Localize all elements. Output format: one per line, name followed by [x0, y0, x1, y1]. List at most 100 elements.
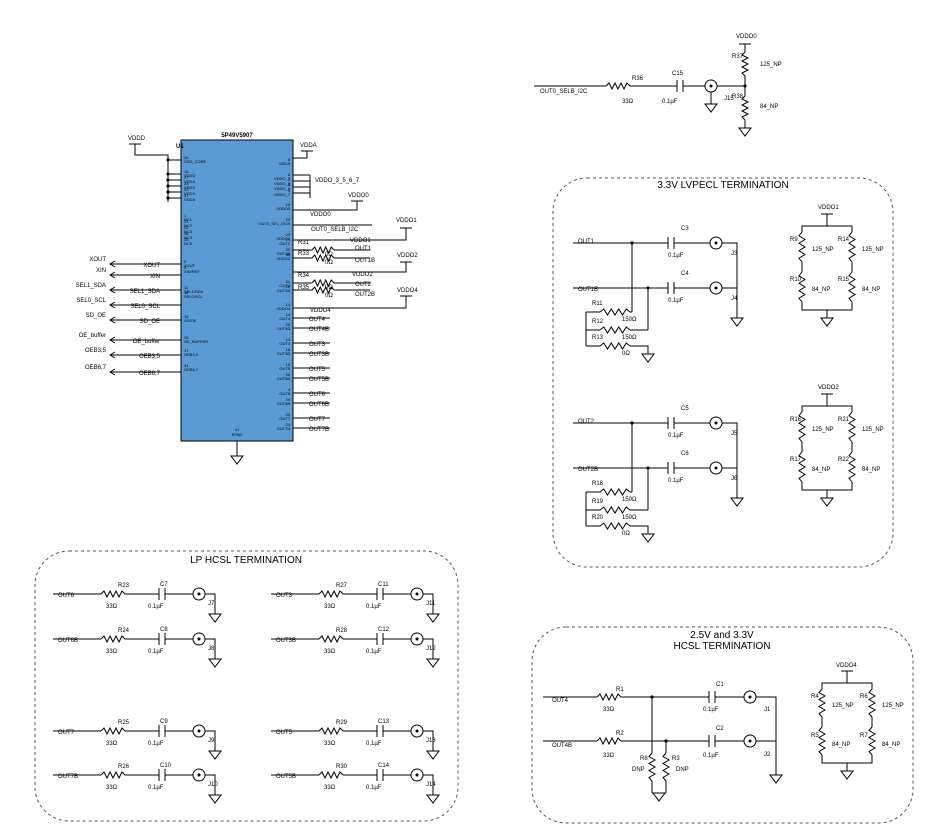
chip-pin-number: 4: [288, 387, 291, 392]
net-label: XOUT: [89, 257, 106, 263]
hcsl-c-ref: C1: [716, 682, 724, 688]
chip-pin-number: 20: [286, 217, 291, 222]
resistor-symbol: [318, 589, 344, 599]
wire: [423, 638, 434, 659]
series-resistor-ref: R34: [298, 273, 310, 279]
hcsl-termination: OUT4OUT4BR133ΩR233ΩC10.1µFC20.1µFJ1J2R8D…: [543, 663, 904, 802]
sma-pin: [748, 695, 752, 699]
lphcsl-net: OUT3B: [276, 638, 296, 644]
lvpecl-c-ref: C5: [681, 406, 689, 412]
chip-pin-name: VDDO0: [276, 206, 291, 211]
thevenin-r-ref: R10: [790, 277, 802, 283]
lphcsl-r-ref: R26: [118, 764, 130, 770]
chip-pin-number: 3: [184, 265, 187, 270]
bias-r-value: 0Ω: [622, 531, 630, 537]
chip-part-number: 5P49V5907: [221, 133, 253, 139]
resistor-symbol: [318, 770, 344, 780]
wire: [630, 525, 649, 534]
net-vddo4: VDDO4: [310, 308, 331, 314]
net-out3b: OUT3B: [309, 352, 329, 358]
lphcsl-c-value: 0.1µF: [148, 741, 164, 747]
ground-symbol: [641, 533, 655, 543]
chip-pin-name: VDDA: [184, 179, 195, 184]
lphcsl-c-value: 0.1µF: [148, 604, 164, 610]
lphcsl-j-ref: J11: [426, 601, 436, 607]
thevenin-r-ref: R14: [838, 237, 850, 243]
series-resistor-ref: R33: [298, 251, 310, 257]
lvpecl-j-ref: J5: [731, 431, 738, 437]
net-label-inner: XOUT: [143, 263, 160, 269]
resistor-symbol: [848, 451, 856, 483]
net-port-arrow: [109, 351, 116, 359]
thevenin-r-ref: R9: [790, 237, 798, 243]
ground-symbol: [426, 750, 440, 760]
ground-symbol: [426, 613, 440, 623]
wire: [423, 730, 434, 751]
wire: [205, 593, 216, 614]
lphcsl-c-ref: C9: [160, 719, 168, 725]
bias-r-value: 0Ω: [622, 351, 630, 357]
lphcsl-r-ref: R28: [336, 628, 348, 634]
hcsl-dnp-label: DNP: [676, 767, 689, 773]
chip-pin-number: 16: [286, 362, 291, 367]
lphcsl-r-value: 33Ω: [324, 785, 336, 791]
wire: [821, 671, 848, 689]
lvpecl-c-value: 0.1µF: [668, 433, 684, 439]
lvpecl-j-ref: J3: [731, 251, 738, 257]
resistor-symbol: [798, 451, 806, 483]
net-out3: OUT3: [309, 342, 326, 348]
chip-pin-number: 23: [286, 232, 291, 237]
chip-pin-name: OUT7: [279, 416, 290, 421]
chip-pin-name: OUT7B: [277, 426, 291, 431]
chip-pin-name: VDDO_6: [274, 186, 291, 191]
lphcsl-r-value: 33Ω: [324, 604, 336, 610]
wire: [722, 422, 738, 498]
chip-pin-name: XIN/REF: [184, 269, 200, 274]
thevenin-r-value: 84_NP: [862, 467, 880, 473]
lphcsl-r-value: 33Ω: [106, 785, 118, 791]
lphcsl-c-ref: C8: [160, 627, 168, 633]
bias-r-value: 150Ω: [622, 515, 637, 521]
lphcsl-c-ref: C12: [378, 627, 390, 633]
ground-symbol: [738, 127, 752, 137]
out0-c-value: 0.1µF: [662, 99, 678, 105]
thevenin-vdd: VDDO2: [818, 385, 839, 391]
chip-pin-number: 22: [184, 225, 189, 230]
resistor-symbol: [311, 245, 335, 255]
ground-symbol: [704, 103, 718, 113]
lphcsl-r-value: 33Ω: [324, 649, 336, 655]
hcsl-dnp-ref: R8: [640, 756, 648, 762]
ground-symbol: [652, 792, 666, 802]
lphcsl-c-value: 0.1µF: [148, 649, 164, 655]
lphcsl-r-ref: R30: [336, 764, 348, 770]
net-label-inner: OEB6,7: [139, 371, 161, 377]
chip-pin-name: OEB6,7: [184, 367, 199, 372]
resistor-symbol: [100, 634, 126, 644]
ground-symbol: [730, 317, 744, 327]
sma-pin: [415, 637, 419, 641]
vddo-3567-label: VDDO_3_5_6_7: [315, 178, 360, 184]
lvpecl-c-value: 0.1µF: [668, 478, 684, 484]
hcsl-dnp-ref: R3: [672, 756, 680, 762]
out0-net: OUT0_SELB_I2C: [540, 89, 588, 95]
bias-r-ref: R13: [592, 335, 604, 341]
chip-pin-number: 39: [286, 397, 291, 402]
net-port-arrow: [109, 286, 116, 294]
lvpecl-outb: OUT2B: [578, 467, 598, 473]
bias-r-ref: R12: [592, 319, 604, 325]
chip-pin-number: 36: [184, 231, 189, 236]
hcsl-thevenin-value: 125_NP: [832, 703, 854, 709]
net-vddo2: VDDO2: [352, 272, 373, 278]
hcsl-c-value: 0.1µF: [703, 707, 719, 713]
net-port-arrow: [109, 368, 116, 376]
net-out2b: OUT2B: [355, 292, 375, 298]
lphcsl-r-value: 33Ω: [106, 741, 118, 747]
chip-pin-name: NC3: [184, 229, 193, 234]
chip-pin-number: 10: [286, 202, 291, 207]
net-out7b: OUT7B: [309, 427, 329, 433]
net-out4: OUT4: [309, 317, 326, 323]
net-out5: OUT5: [309, 367, 326, 373]
vddo1-label: VDDO1: [396, 218, 417, 224]
chip-pin-number: 1: [184, 213, 187, 218]
